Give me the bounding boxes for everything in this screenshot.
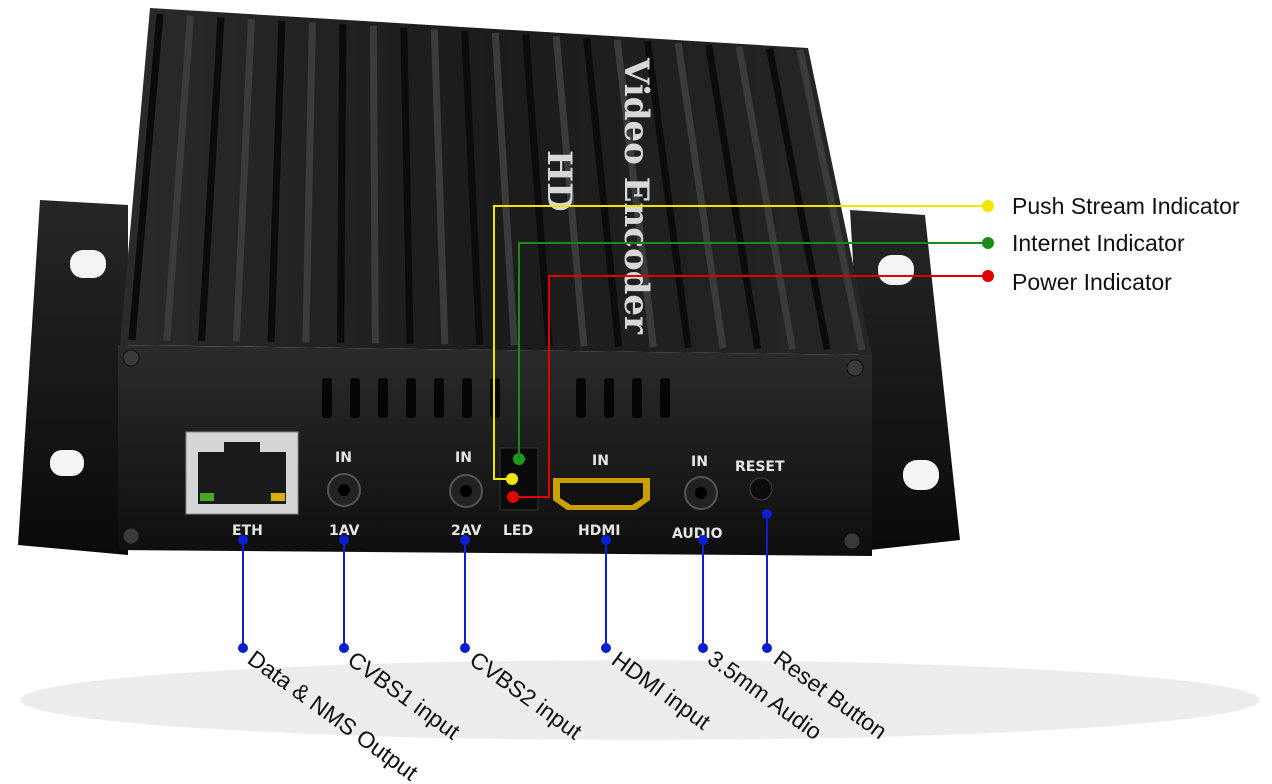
- fin: [198, 17, 225, 342]
- right-top-mount-hole: [878, 255, 914, 285]
- vent-slot: [660, 378, 670, 418]
- eth-led-left: [200, 493, 214, 501]
- fin: [613, 39, 657, 348]
- fin: [796, 49, 866, 351]
- right-bottom-mount-hole: [903, 460, 939, 490]
- vent-slot: [576, 378, 586, 418]
- internet-leader: [518, 242, 988, 459]
- reset-button: [749, 477, 773, 501]
- indicator-callouts: Push Stream Indicator Internet Indicator…: [493, 193, 1240, 498]
- vent-slot: [322, 378, 332, 418]
- device-top: HD Video Encoder: [120, 8, 872, 355]
- vent-slots: [322, 378, 670, 418]
- hdmi-port-label: HDMI: [578, 523, 620, 539]
- av1-in-label: IN: [335, 450, 352, 466]
- av2-port-label: 2AV: [451, 523, 482, 539]
- eth-callout: Data & NMS Output: [238, 535, 423, 784]
- power-leader: [513, 275, 988, 498]
- screw-bottom-right: [843, 532, 861, 550]
- audio-port-label: AUDIO: [672, 526, 723, 542]
- fin: [163, 15, 194, 341]
- screw-bottom-left: [122, 527, 140, 545]
- push-stream-leader: [493, 205, 988, 480]
- left-flange: [18, 200, 128, 555]
- screw-top-left: [122, 349, 140, 367]
- power-dot: [982, 270, 994, 282]
- av2-in-label: IN: [455, 450, 472, 466]
- device-title-encoder: Video Encoder: [616, 57, 656, 335]
- push-stream-dot: [982, 200, 994, 212]
- fin: [766, 47, 831, 351]
- vent-slot: [434, 378, 444, 418]
- fin: [337, 24, 347, 343]
- left-top-mount-hole: [70, 250, 106, 278]
- device-title-hd: HD: [539, 150, 579, 212]
- led-label: LED: [503, 523, 533, 539]
- fin: [461, 30, 484, 345]
- fin: [583, 37, 623, 348]
- fin: [267, 20, 286, 343]
- fin: [705, 44, 762, 350]
- floor-shadow: [20, 660, 1260, 740]
- vent-slot: [604, 378, 614, 418]
- fin: [232, 18, 255, 342]
- screw-top-right: [846, 359, 864, 377]
- vent-slot: [632, 378, 642, 418]
- fin: [644, 40, 692, 349]
- right-flange: [850, 210, 960, 550]
- eth-led-right: [271, 493, 285, 501]
- eth-port-label: ETH: [232, 523, 263, 539]
- fin: [491, 32, 518, 346]
- internet-dot: [982, 237, 994, 249]
- vent-slot: [406, 378, 416, 418]
- internet-indicator-label: Internet Indicator: [1012, 230, 1185, 256]
- eth-port: [185, 431, 299, 515]
- fin: [369, 25, 379, 344]
- vent-slot: [378, 378, 388, 418]
- fin: [128, 13, 164, 341]
- fin: [430, 29, 449, 345]
- fin: [552, 35, 588, 347]
- reset-label: RESET: [735, 459, 785, 475]
- av1-port-label: 1AV: [329, 523, 360, 539]
- fin: [302, 22, 316, 343]
- power-indicator-label: Power Indicator: [1012, 269, 1172, 295]
- vent-slot: [462, 378, 472, 418]
- fin: [400, 27, 414, 344]
- vent-slot: [350, 378, 360, 418]
- cooling-fins: [128, 13, 866, 351]
- fin: [522, 34, 553, 346]
- fin: [674, 42, 727, 349]
- left-bottom-mount-hole: [50, 450, 84, 476]
- fin: [735, 45, 796, 350]
- push-stream-indicator-label: Push Stream Indicator: [1012, 193, 1240, 219]
- audio-in-label: IN: [691, 454, 708, 470]
- hdmi-in-label: IN: [592, 453, 609, 469]
